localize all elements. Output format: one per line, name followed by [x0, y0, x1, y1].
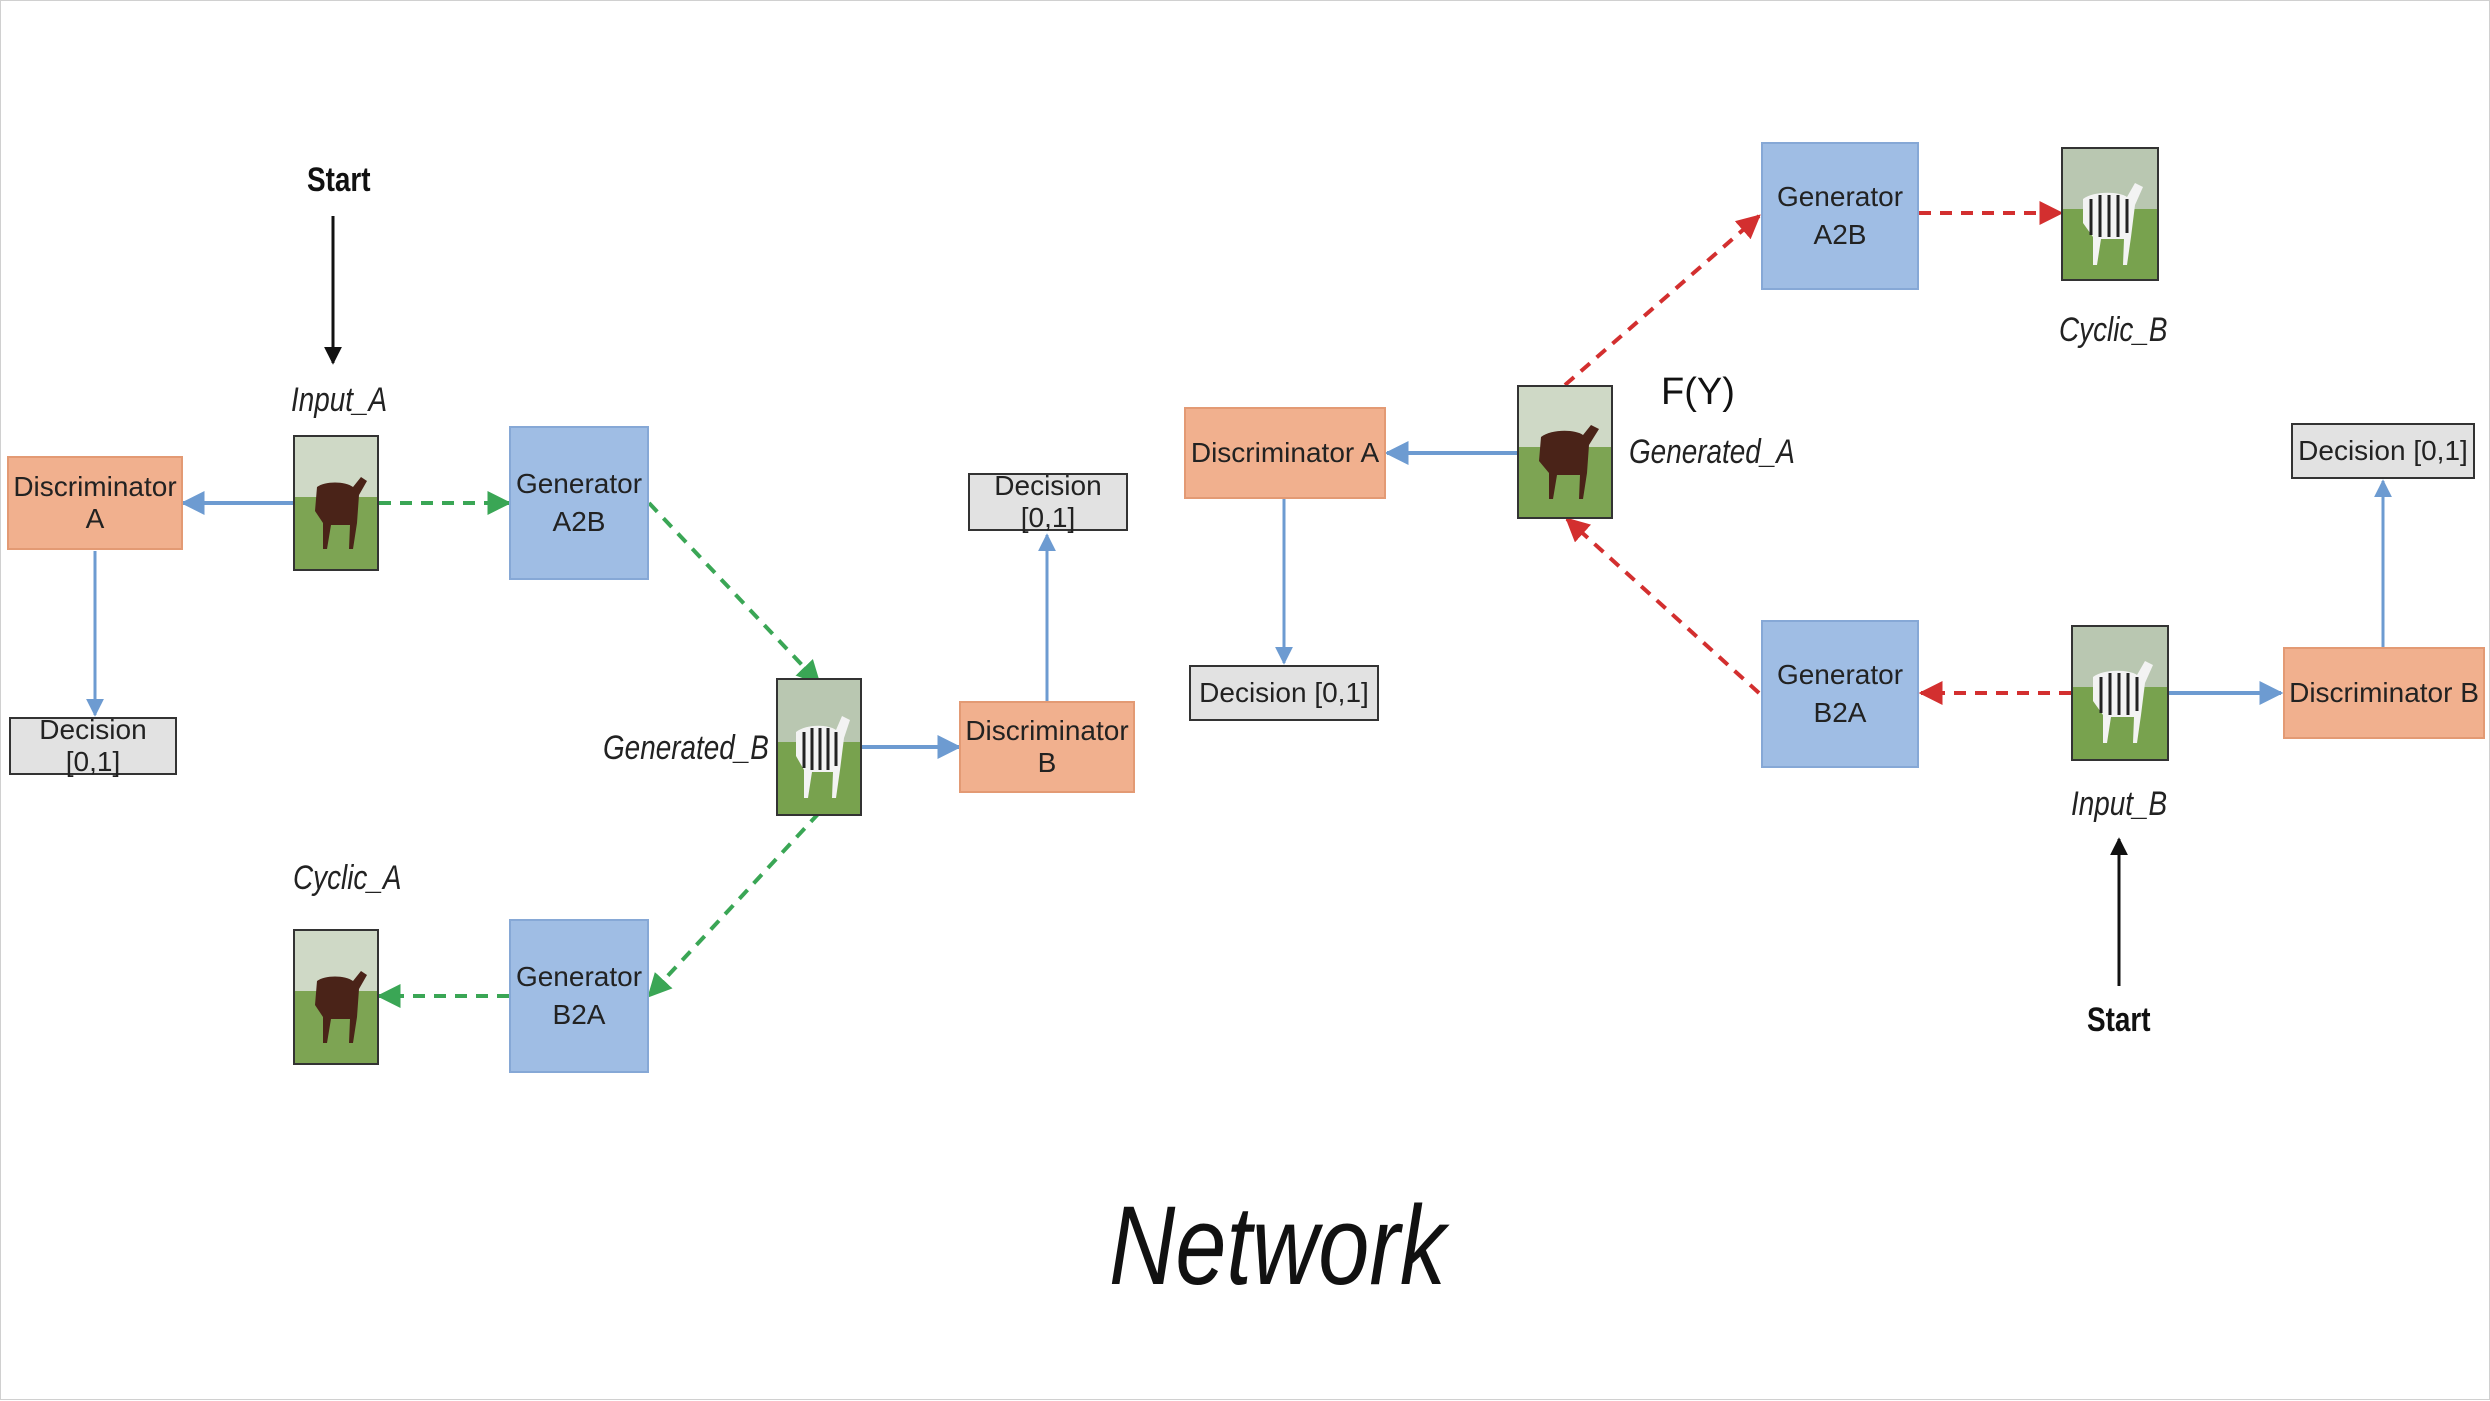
discriminator-b-right: Discriminator B	[2283, 647, 2485, 739]
fy-label: F(Y)	[1661, 371, 1735, 413]
zebra-photo-icon	[2061, 147, 2159, 281]
input-b-label: Input_B	[2071, 785, 2168, 823]
gen-a2b-line2: A2B	[552, 506, 606, 537]
generated-b-label: Generated_B	[603, 729, 769, 767]
page-title: Network	[1109, 1183, 1446, 1308]
gen-a2b-line1: Generator	[515, 468, 643, 499]
horse-photo-icon	[293, 435, 379, 571]
discriminator-a-right: Discriminator A	[1184, 407, 1386, 499]
arrow-genb2a-to-gena	[1565, 517, 1761, 695]
gen-a2b-right-line1: Generator	[1776, 181, 1904, 212]
decision-box-disc-a-left: Decision [0,1]	[9, 714, 177, 777]
gen-b2a-line1: Generator	[515, 961, 643, 992]
arrow-gena2b-to-genb	[647, 501, 821, 685]
gen-b2a-line2: B2A	[552, 999, 606, 1030]
generator-a2b-right: Generator A2B	[1761, 142, 1919, 290]
generated-a-label: Generated_A	[1629, 433, 1795, 471]
gen-b2a-right-line1: Generator	[1776, 659, 1904, 690]
decision-box-disc-b-left: Decision [0,1]	[968, 470, 1128, 533]
horse-photo-icon	[293, 929, 379, 1065]
zebra-photo-icon	[2071, 625, 2169, 761]
start-label-left: Start	[307, 161, 371, 199]
gen-a2b-right-line2: A2B	[1813, 219, 1867, 250]
discriminator-a-left: Discriminator A	[7, 456, 183, 550]
cyclic-a-label: Cyclic_A	[293, 859, 402, 897]
start-label-right: Start	[2087, 1001, 2151, 1039]
generator-b2a-left: Generator B2A	[509, 919, 649, 1073]
generator-b2a-right: Generator B2A	[1761, 620, 1919, 768]
discriminator-b-left: Discriminator B	[959, 701, 1135, 793]
horse-photo-icon	[1517, 385, 1613, 519]
zebra-photo-icon	[776, 678, 862, 816]
decision-box-disc-a-right: Decision [0,1]	[1189, 665, 1379, 721]
generator-a2b-left: Generator A2B	[509, 426, 649, 580]
arrow-genb-to-genb2a	[647, 811, 821, 998]
decision-box-disc-b-right: Decision [0,1]	[2291, 423, 2475, 479]
gen-b2a-right-line2: B2A	[1813, 697, 1867, 728]
cyclic-b-label: Cyclic_B	[2059, 311, 2168, 349]
input-a-label: Input_A	[291, 381, 388, 419]
arrow-gena-to-gena2b	[1563, 214, 1761, 387]
